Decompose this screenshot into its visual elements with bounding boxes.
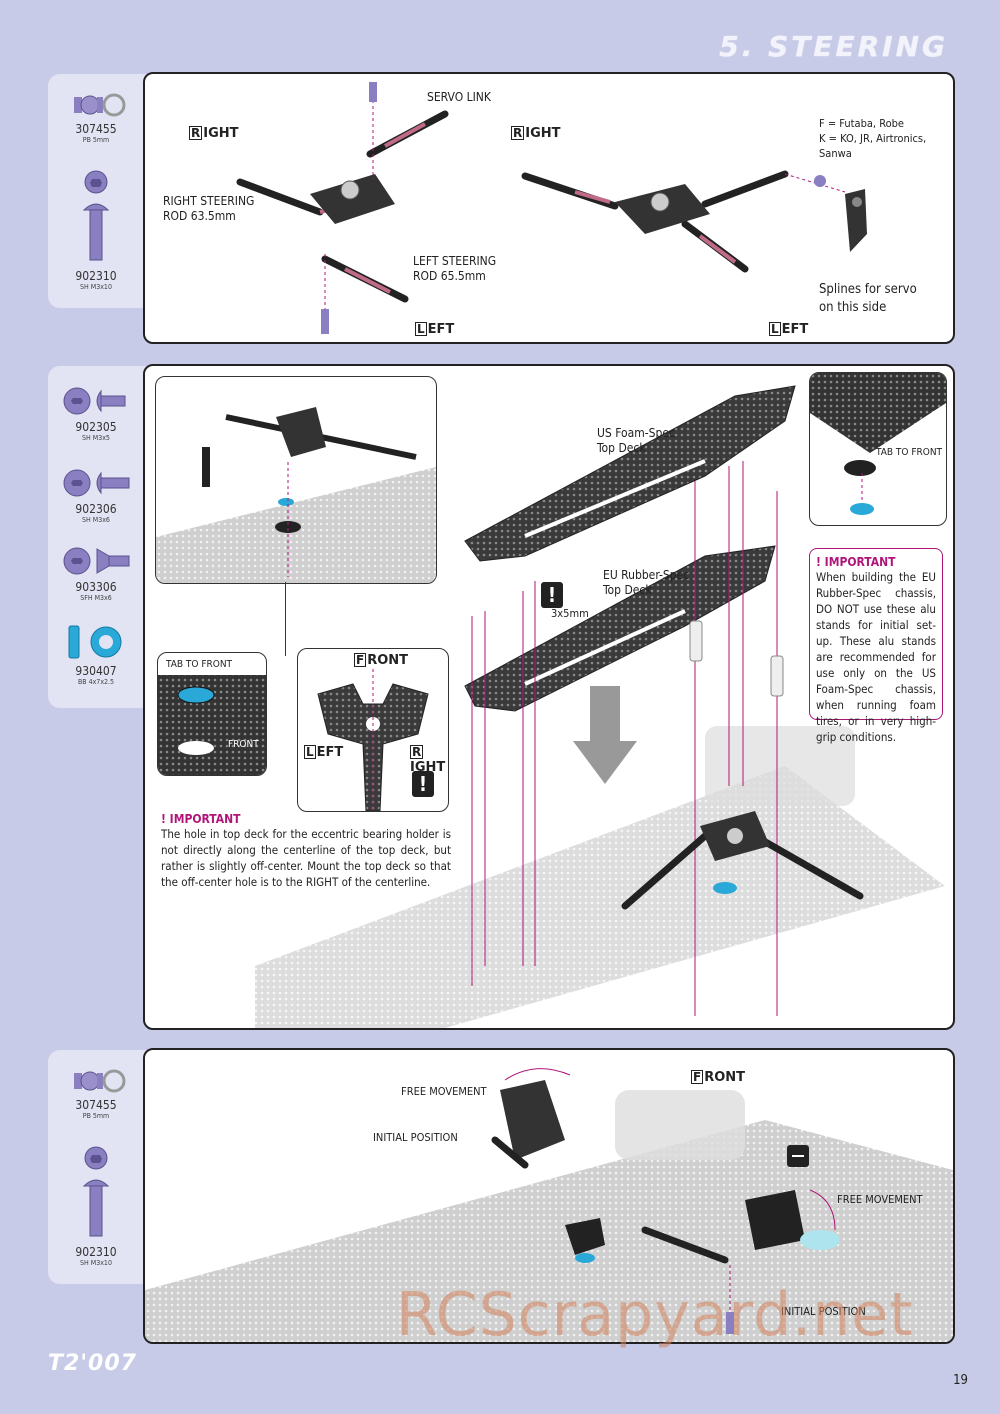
servo-brands-label: F = Futaba, Robe K = KO, JR, Airtronics,… xyxy=(819,117,927,160)
part-flat-screw-m3x6: 903306 SFH M3x6 xyxy=(48,546,144,602)
important-note-alu-stands: ! IMPORTANT When building the EU Rubber-… xyxy=(809,548,943,744)
front-label: FRONT xyxy=(228,739,259,750)
tab-to-front-label-1: TAB TO FRONT xyxy=(876,447,943,458)
servo-link-label: SERVO LINK xyxy=(427,90,491,104)
bearing-icon xyxy=(68,625,122,659)
parts-sidebar-step2: 902305 SH M3x5 902306 SH M3x6 903306 SFH… xyxy=(48,366,158,708)
part-screw-m3x5: 902305 SH M3x5 xyxy=(48,386,144,442)
free-movement-label-1: FREE MOVEMENT xyxy=(401,1085,487,1098)
ball-stud-icon xyxy=(74,1069,126,1093)
section-title: 5. STEERING xyxy=(719,30,948,63)
button-head-screw-icon xyxy=(63,387,126,415)
us-deck-label: US Foam-Spec Top Deck xyxy=(597,426,675,455)
part-screw-m3x10: 902310 SH M3x10 xyxy=(48,1146,144,1267)
free-movement-label-2: FREE MOVEMENT xyxy=(837,1193,923,1206)
left-rod-label: LEFT STEERING ROD 65.5mm xyxy=(413,254,497,283)
inset-bearing-tab: TAB TO FRONT xyxy=(809,372,947,526)
part-ball-stud: 307455 PB 5mm xyxy=(48,1068,144,1120)
parts-sidebar-step1: 307455 PB 5mm 902310 SH M3x10 xyxy=(48,74,158,308)
splines-label: Splines for servo on this side xyxy=(819,282,917,315)
tab-to-front-label-2: TAB TO FRONT xyxy=(164,657,235,672)
button-head-screw-icon xyxy=(63,469,130,497)
product-logo: T2'007 xyxy=(48,1351,137,1376)
exclamation-icon: ! xyxy=(541,582,563,608)
important-note-deck-hole: ! IMPORTANT The hole in top deck for the… xyxy=(161,812,451,889)
inset-connector xyxy=(285,582,286,656)
steering-movement-diagram xyxy=(145,1068,953,1342)
washer-icon xyxy=(102,1069,126,1093)
washer-icon xyxy=(102,93,126,117)
parts-sidebar-step3: 307455 PB 5mm 902310 SH M3x10 xyxy=(48,1050,158,1284)
initial-position-label-1: INITIAL POSITION xyxy=(373,1131,458,1144)
part-bearing: 930407 BB 4x7x2.5 xyxy=(48,624,144,686)
step1-panel: SERVO LINK RIGHT STEERING ROD 63.5mm LEF… xyxy=(143,72,955,344)
top-deck-assembly-diagram xyxy=(255,385,945,1028)
button-head-screw-icon xyxy=(82,170,110,261)
step2-panel: TAB TO FRONT TAB TO FRONT FRONT xyxy=(143,364,955,1030)
ball-stud-icon xyxy=(74,93,126,117)
button-head-screw-icon xyxy=(82,1146,110,1237)
inset-tab-to-front: TAB TO FRONT FRONT xyxy=(157,652,267,776)
down-arrow-icon xyxy=(573,686,637,784)
exclamation-icon: ! xyxy=(412,771,434,797)
part-ball-stud: 307455 PB 5mm xyxy=(48,92,144,144)
watermark: RCScrapyard.net xyxy=(396,1280,914,1350)
flat-head-screw-icon xyxy=(63,547,130,575)
step3-panel: FREE MOVEMENT INITIAL POSITION FREE MOVE… xyxy=(143,1048,955,1344)
steering-linkage-diagram xyxy=(236,82,867,334)
inset-steering-closeup xyxy=(155,376,437,584)
eu-deck-label: EU Rubber-Spec Top Deck xyxy=(603,568,690,597)
part-screw-m3x6: 902306 SH M3x6 xyxy=(48,468,144,524)
right-rod-label: RIGHT STEERING ROD 63.5mm xyxy=(163,194,255,223)
page-number: 19 xyxy=(953,1373,968,1388)
initial-position-label-2: INITIAL POSITION xyxy=(781,1305,866,1318)
part-screw-m3x10: 902310 SH M3x10 xyxy=(48,170,144,291)
screw-size-label: 3x5mm xyxy=(551,607,589,620)
